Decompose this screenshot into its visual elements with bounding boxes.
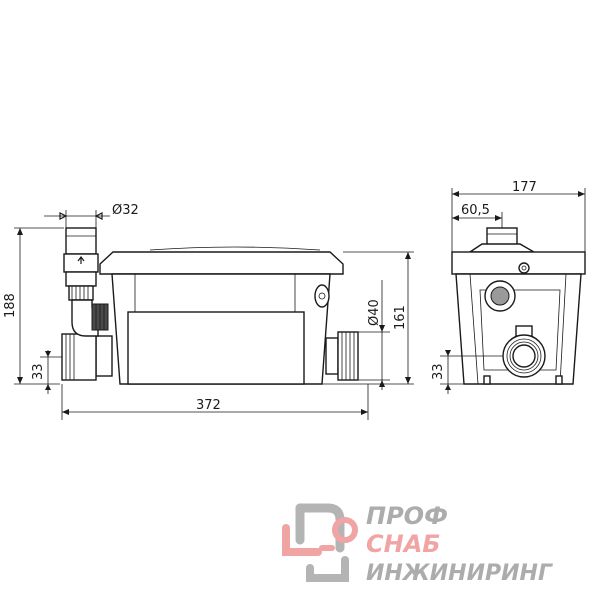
dim-inlet-height-left: 33 xyxy=(31,363,46,380)
dim-pipe-diameter-top: Ø32 xyxy=(112,203,139,218)
dim-height-body: 161 xyxy=(393,305,408,330)
watermark-line2: СНАБ xyxy=(366,530,441,558)
watermark-logo: ПРОФ СНАБ ИНЖИНИРИНГ xyxy=(282,502,553,586)
dim-height-total: 188 xyxy=(3,293,18,318)
emblem-icon xyxy=(282,503,358,582)
side-view: 177 60,5 33 xyxy=(431,180,586,394)
front-view: Ø32 188 33 372 Ø40 161 xyxy=(3,203,414,420)
dim-outlet-offset: 60,5 xyxy=(461,203,490,218)
dim-length-total: 372 xyxy=(196,398,221,413)
dim-inlet-diameter: Ø40 xyxy=(367,299,382,326)
watermark-line3: ИНЖИНИРИНГ xyxy=(366,561,553,586)
dim-inlet-height-right: 33 xyxy=(431,363,446,380)
watermark-line1: ПРОФ xyxy=(366,502,448,530)
dim-width-total: 177 xyxy=(512,180,537,195)
